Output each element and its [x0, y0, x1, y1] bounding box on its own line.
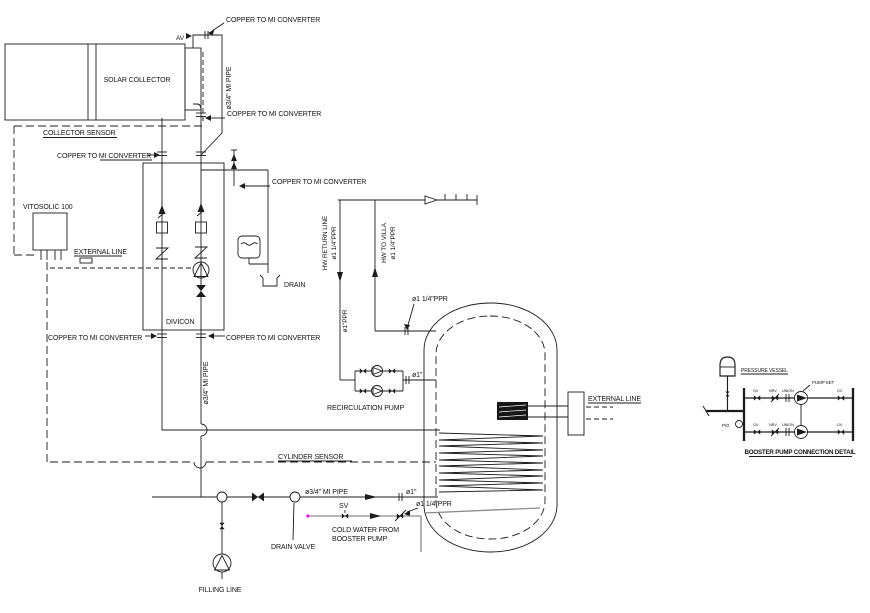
expansion-vessel — [237, 235, 268, 265]
cold-water-label-1: COLD WATER FROM — [332, 527, 399, 534]
mi-pipe-label-top: ø3/4" MI PIPE — [226, 66, 233, 109]
heating-coil — [438, 432, 544, 493]
filling-line-label: FILLING LINE — [199, 587, 242, 594]
gv-label-1: GV — [753, 389, 759, 393]
cylinder-sensor-label: CYLINDER SENSOR — [278, 454, 343, 461]
tank-top-size-label: ø1 1/4"PPR — [412, 296, 448, 303]
solar-collector: SOLAR COLLECTOR — [4, 43, 202, 121]
copper-mi-label-6: COPPER TO MI CONVERTER — [226, 335, 320, 342]
bottom-piping: ø3/4" MI PIPE ø1" ø1 1/4"PPR DRAIN VALVE — [152, 489, 452, 551]
copper-mi-label-5: COPPER TO MI CONVERTER — [48, 335, 142, 342]
nrv-label-1: NRV — [769, 389, 777, 393]
cylinder-sensor-wire: CYLINDER SENSOR — [50, 454, 436, 469]
copper-mi-label-3: COPPER TO MI CONVERTER — [57, 153, 151, 160]
recirculation-pump-label: RECIRCULATION PUMP — [327, 405, 404, 412]
external-line-label-left: EXTERNAL LINE — [74, 249, 127, 256]
drain-funnel-icon — [259, 274, 281, 287]
expansion-drain-circuit: COPPER TO MI CONVERTER DRAIN — [201, 149, 366, 289]
gv-label-4: GV — [837, 423, 843, 427]
solenoid-valve-label: SV — [339, 503, 349, 510]
mi-pipe-label-bottom: ø3/4" MI PIPE — [305, 489, 348, 496]
hot-water-lines: HW RETURN LINE ø1 1/4"PPR HW TO VILLA ø1… — [322, 194, 478, 380]
copper-mi-label-4: COPPER TO MI CONVERTER — [272, 179, 366, 186]
union-label-1: UNION — [782, 389, 794, 393]
copper-mi-label-1: COPPER TO MI CONVERTER — [226, 17, 320, 24]
divicon-label: DIVICON — [166, 319, 195, 326]
cold-water-line: SV COLD WATER FROM BOOSTER PUMP — [306, 503, 541, 552]
hw-villa-label: HW TO VILLA — [381, 222, 388, 263]
air-vent-arrow-icon — [186, 33, 192, 39]
union-label-2: UNION — [782, 423, 794, 427]
collector-piping: AV COPPER TO MI CONVERTER COPPER TO MI C… — [176, 17, 321, 156]
collector-sensor-label: COLLECTOR SENSOR — [43, 130, 116, 137]
gv-label-3: GV — [753, 423, 759, 427]
pressure-gauge-label: P/G — [722, 423, 730, 428]
divicon-station: COPPER TO MI CONVERTER DIVICON COPPER TO… — [48, 118, 440, 497]
copper-mi-label-2: COPPER TO MI CONVERTER — [227, 111, 321, 118]
flow-arrow-icon — [424, 195, 439, 205]
nrv-label-2: NRV — [769, 423, 777, 427]
recirculation-pump-group: ø1" RECIRCULATION PUMP — [327, 365, 436, 412]
drain-label: DRAIN — [284, 282, 305, 289]
cold-water-label-2: BOOSTER PUMP — [332, 536, 388, 543]
solar-collector-label: SOLAR COLLECTOR — [104, 77, 171, 84]
vitosolic-controller: VITOSOLIC 100 — [23, 204, 73, 260]
immersion-element: EXTERNAL LINE — [497, 391, 641, 436]
return-pipe-size: ø1"PPR — [342, 309, 349, 332]
gv-label-2: GV — [837, 389, 843, 393]
bottom-pipe-size: ø1" — [406, 489, 417, 496]
booster-pump-detail: PRESSURE VESSEL PUMP SET P/G GV NRV UNIO… — [702, 356, 856, 457]
hw-return-size: ø1 1/4"PPR — [331, 226, 338, 260]
marker-dot — [306, 514, 310, 518]
vitosolic-label: VITOSOLIC 100 — [23, 204, 73, 211]
controller-wiring: COLLECTOR SENSOR VITOSOLIC 100 EXTERNAL … — [13, 125, 203, 462]
hw-villa-size: ø1 1/4"PPR — [390, 226, 397, 260]
pressure-vessel-label: PRESSURE VESSEL — [741, 368, 788, 374]
external-line-label-tank: EXTERNAL LINE — [588, 396, 641, 403]
cold-inlet-size: ø1 1/4"PPR — [416, 501, 452, 508]
mi-pipe-label-mid: ø3/4" MI PIPE — [203, 361, 210, 404]
drain-valve-label: DRAIN VALVE — [271, 544, 316, 551]
air-vent-label: AV — [176, 35, 185, 42]
booster-detail-caption: BOOSTER PUMP CONNECTION DETAIL — [745, 449, 856, 456]
filling-line-group: FILLING LINE — [199, 502, 242, 594]
hw-return-label: HW RETURN LINE — [322, 215, 329, 270]
recirc-out-size: ø1" — [412, 372, 423, 379]
storage-tank — [423, 302, 558, 553]
pump-set-label: PUMP SET — [812, 380, 834, 385]
